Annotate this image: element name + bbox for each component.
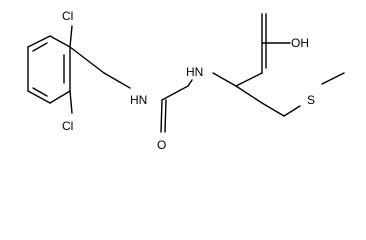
carboxyl-hydroxyl-label: OH xyxy=(291,36,309,50)
amine-nh-left-label: HN xyxy=(130,93,147,107)
molecule-structure-diagram: Cl Cl HN HN O OH S xyxy=(27,9,345,152)
amino-acid-backbone xyxy=(212,13,345,117)
amine-nh-right-label: HN xyxy=(186,65,203,79)
carbonyl-oxygen-label: O xyxy=(157,138,166,152)
urea-linkage xyxy=(103,72,193,133)
chlorine-top-label: Cl xyxy=(62,9,73,23)
sulfur-label: S xyxy=(307,93,315,107)
benzene-ring xyxy=(27,35,71,104)
chlorine-bottom-label: Cl xyxy=(62,119,73,133)
ring-substituent-bonds xyxy=(69,25,105,114)
